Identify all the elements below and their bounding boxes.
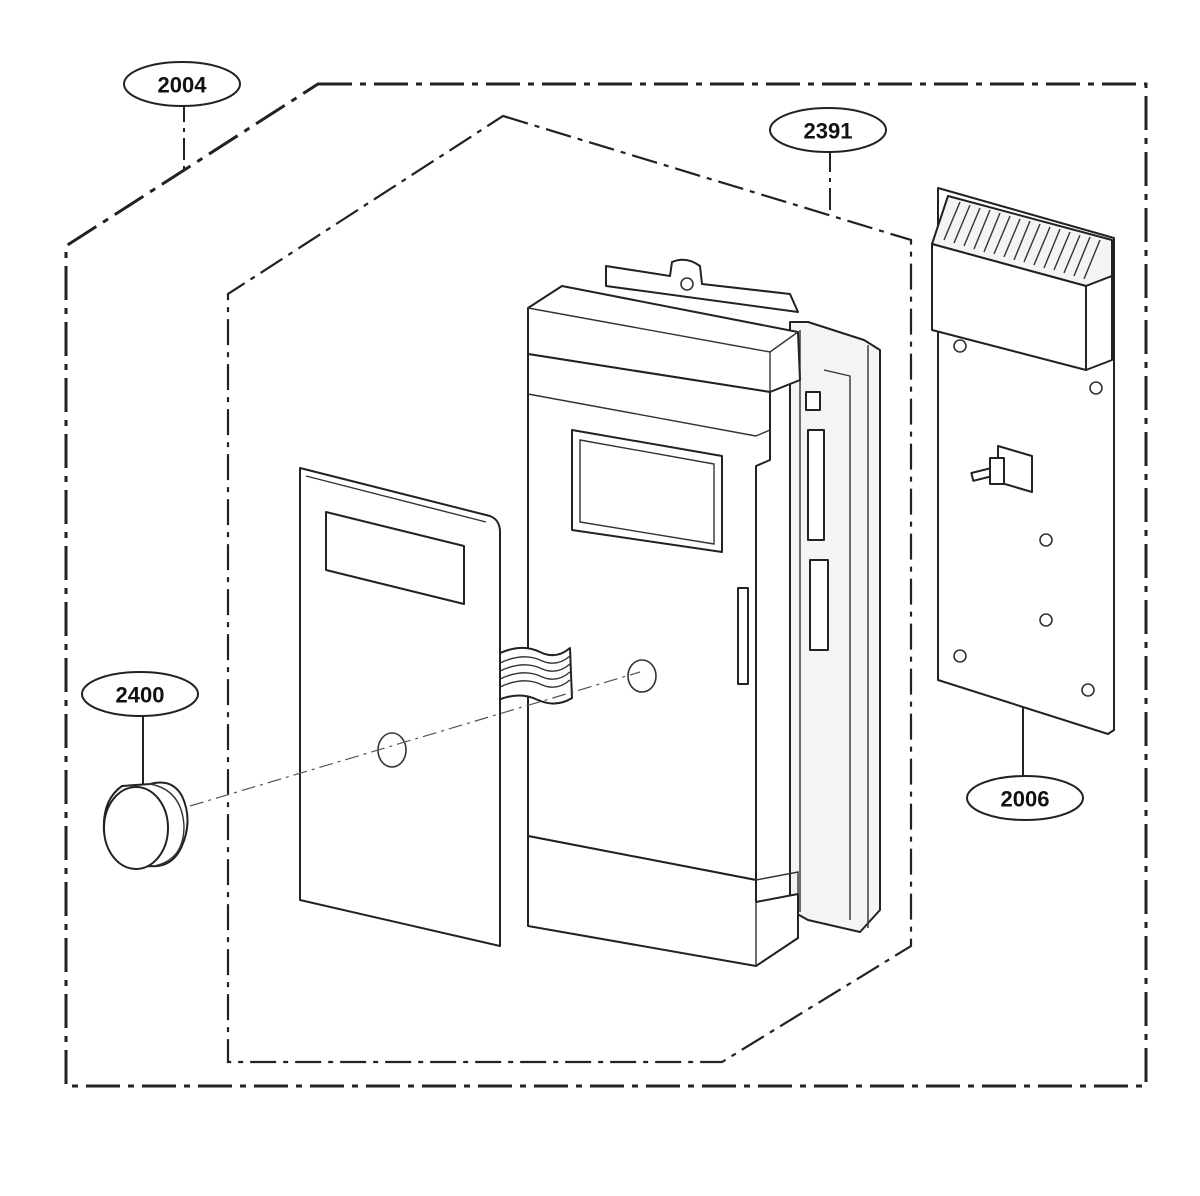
callout-2400: 2400 xyxy=(81,671,199,717)
callout-label-2391: 2391 xyxy=(804,119,853,144)
control-panel-frame xyxy=(527,258,881,967)
callout-2004: 2004 xyxy=(123,61,241,107)
knob xyxy=(102,781,189,870)
ribbon-cable xyxy=(493,646,573,705)
membrane-panel xyxy=(299,467,501,947)
subassembly-boundary-2391 xyxy=(226,114,913,1064)
callout-label-2006: 2006 xyxy=(1001,787,1050,812)
assembly-boundary-2004 xyxy=(64,82,1148,1088)
pcb-board xyxy=(931,187,1115,735)
callout-label-2004: 2004 xyxy=(158,73,208,98)
callout-2006: 2006 xyxy=(966,775,1084,821)
callout-2391: 2391 xyxy=(769,107,887,153)
knob-axis-line xyxy=(189,671,641,807)
callout-label-2400: 2400 xyxy=(116,683,165,708)
